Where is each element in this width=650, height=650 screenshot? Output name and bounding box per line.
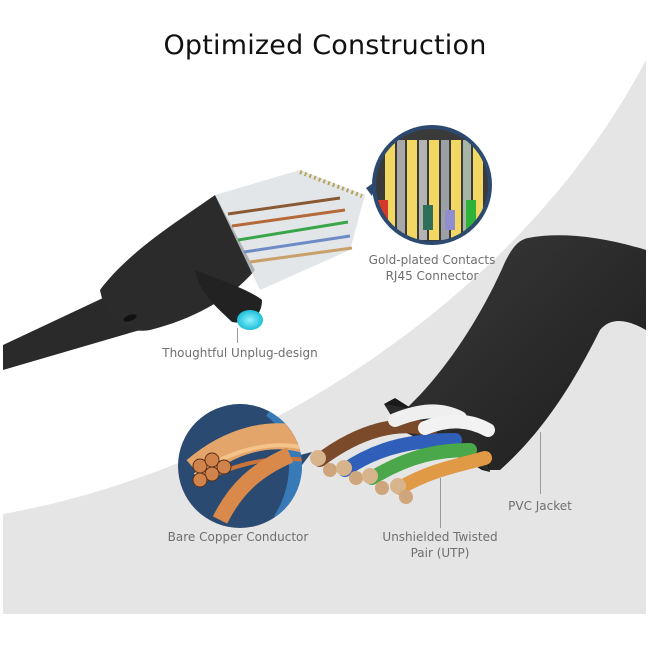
label-unplug-design: Thoughtful Unplug-design — [162, 346, 318, 360]
label-gold-plated-contacts: Gold-plated Contacts RJ45 Connector — [352, 252, 512, 284]
rj45-connector-cable — [3, 170, 365, 370]
utp-leader-line — [440, 478, 441, 528]
label-pvc-jacket: PVC Jacket — [508, 499, 572, 513]
label-line: Unshielded Twisted — [382, 530, 498, 544]
jacket-leader-line — [540, 432, 541, 494]
copper-conductor-zoom-circle — [178, 404, 312, 528]
label-utp: Unshielded Twisted Pair (UTP) — [360, 529, 520, 561]
label-line: RJ45 Connector — [385, 269, 479, 283]
label-line: Pair (UTP) — [410, 546, 470, 560]
unplug-leader-line — [237, 328, 238, 343]
gray-background-panel — [3, 60, 646, 614]
label-line: Gold-plated Contacts — [368, 253, 496, 267]
twisted-pairs — [310, 404, 495, 504]
page-title: Optimized Construction — [163, 30, 487, 61]
gold-contacts-zoom-circle — [366, 125, 492, 245]
label-bare-copper-conductor: Bare Copper Conductor — [167, 530, 309, 544]
